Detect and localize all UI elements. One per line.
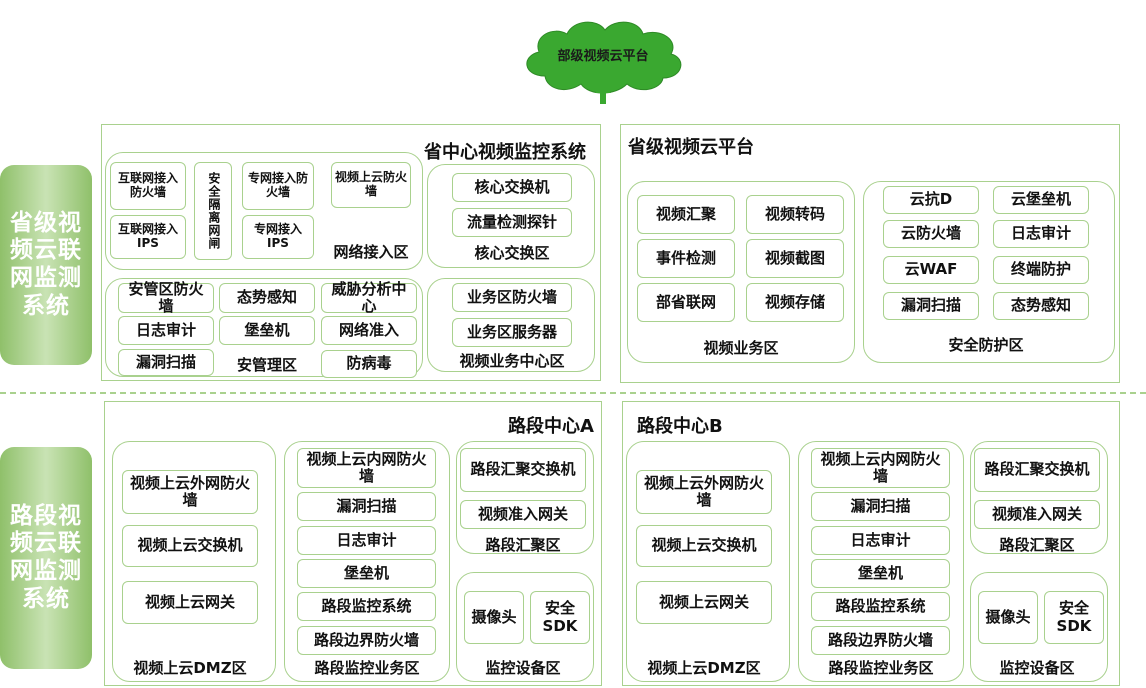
internet-firewall: 互联网接入防火墙: [110, 162, 186, 210]
side-label-road: 路段视频云联网监测系统: [0, 447, 92, 669]
cloud-vuln-scan: 漏洞扫描: [883, 292, 979, 320]
road-b-access-gateway: 视频准入网关: [974, 500, 1100, 529]
road-a-dmz-label: 视频上云DMZ区: [133, 659, 247, 677]
road-a-biz-label: 路段监控业务区: [314, 659, 420, 677]
event-detection: 事件检测: [637, 239, 735, 278]
cloud-waf: 云WAF: [883, 256, 979, 284]
video-aggregation: 视频汇聚: [637, 195, 735, 234]
road-b-agg-switch: 路段汇聚交换机: [974, 448, 1100, 492]
private-ips: 专网接入IPS: [242, 215, 314, 259]
situation-awareness: 态势感知: [219, 283, 315, 313]
road-a-camera: 摄像头: [464, 591, 524, 644]
prov-center-title: 省中心视频监控系统: [424, 142, 586, 163]
biz-firewall: 业务区防火墙: [452, 283, 572, 312]
endpoint-protection: 终端防护: [993, 256, 1089, 284]
road-b-log-audit: 日志审计: [811, 526, 950, 555]
core-switch: 核心交换机: [452, 173, 572, 202]
security-prot-label: 安全防护区: [948, 336, 1024, 354]
road-b-security-sdk: 安全SDK: [1044, 591, 1104, 644]
road-b-camera: 摄像头: [978, 591, 1038, 644]
road-b-bastion: 堡垒机: [811, 559, 950, 588]
side-label-province: 省级视频云联网监测系统: [0, 165, 92, 365]
ministry-province-link: 部省联网: [637, 283, 735, 322]
internet-ips: 互联网接入IPS: [110, 215, 186, 259]
video-center-label: 视频业务中心区: [459, 352, 565, 370]
video-snapshot: 视频截图: [746, 239, 844, 278]
road-a-dmz-gateway: 视频上云网关: [122, 581, 258, 624]
road-a-boundary-firewall: 路段边界防火墙: [297, 626, 436, 655]
vuln-scan: 漏洞扫描: [118, 349, 214, 376]
road-a-dmz-switch: 视频上云交换机: [122, 525, 258, 567]
cloud-anti-ddos: 云抗D: [883, 186, 979, 214]
antivirus: 防病毒: [321, 350, 417, 378]
side-label-province-text: 省级视频云联网监测系统: [10, 209, 82, 319]
side-label-road-text: 路段视频云联网监测系统: [10, 502, 82, 612]
road-b-inner-firewall: 视频上云内网防火墙: [811, 448, 950, 488]
road-b-dmz-gateway: 视频上云网关: [636, 581, 772, 624]
road-a-monitor-system: 路段监控系统: [297, 592, 436, 621]
core-label: 核心交换区: [474, 244, 550, 262]
section-divider: [0, 392, 1146, 394]
road-a-agg-label: 路段汇聚区: [485, 536, 561, 554]
up-arrow-icon: [595, 84, 611, 104]
log-audit: 日志审计: [118, 316, 214, 345]
road-b-dmz-switch: 视频上云交换机: [636, 525, 772, 567]
cloud-situation-awareness: 态势感知: [993, 292, 1089, 320]
ministry-cloud-label: 部级视频云平台: [557, 48, 648, 64]
road-a-title: 路段中心A: [508, 416, 594, 437]
road-b-monitor-system: 路段监控系统: [811, 592, 950, 621]
road-a-dmz-outer-firewall: 视频上云外网防火墙: [122, 470, 258, 514]
road-a-inner-firewall: 视频上云内网防火墙: [297, 448, 436, 488]
traffic-probe: 流量检测探针: [452, 208, 572, 237]
road-a-access-gateway: 视频准入网关: [460, 500, 586, 529]
video-transcode: 视频转码: [746, 195, 844, 234]
road-a-security-sdk: 安全SDK: [530, 591, 590, 644]
security-mgmt-label: 安管理区: [236, 356, 297, 374]
road-a-bastion: 堡垒机: [297, 559, 436, 588]
road-b-title: 路段中心B: [637, 416, 723, 437]
road-b-vuln-scan: 漏洞扫描: [811, 492, 950, 521]
cloud-log-audit: 日志审计: [993, 220, 1089, 248]
biz-server: 业务区服务器: [452, 318, 572, 347]
road-b-agg-label: 路段汇聚区: [999, 536, 1075, 554]
road-b-boundary-firewall: 路段边界防火墙: [811, 626, 950, 655]
road-b-dev-label: 监控设备区: [999, 659, 1075, 677]
video-biz-label: 视频业务区: [703, 339, 779, 357]
bastion-host: 堡垒机: [219, 316, 315, 345]
road-b-dmz-outer-firewall: 视频上云外网防火墙: [636, 470, 772, 514]
private-firewall: 专网接入防火墙: [242, 162, 314, 210]
road-a-vuln-scan: 漏洞扫描: [297, 492, 436, 521]
road-b-biz-label: 路段监控业务区: [828, 659, 934, 677]
road-a-log-audit: 日志审计: [297, 526, 436, 555]
mgmt-firewall: 安管区防火墙: [118, 280, 214, 315]
prov-cloud-title: 省级视频云平台: [628, 137, 754, 158]
network-access-label: 网络接入区: [333, 243, 409, 261]
threat-analysis: 威胁分析中心: [321, 280, 417, 315]
cloud-firewall: 视频上云防火墙: [331, 162, 411, 208]
road-a-dev-label: 监控设备区: [485, 659, 561, 677]
network-access-control: 网络准入: [321, 316, 417, 345]
security-gateway: 安全隔离网闸: [194, 162, 232, 260]
road-b-dmz-label: 视频上云DMZ区: [647, 659, 761, 677]
ministry-cloud: 部级视频云平台: [526, 21, 682, 104]
cloud-firewall-service: 云防火墙: [883, 220, 979, 248]
video-storage: 视频存储: [746, 283, 844, 322]
cloud-bastion: 云堡垒机: [993, 186, 1089, 214]
road-a-agg-switch: 路段汇聚交换机: [460, 448, 586, 492]
